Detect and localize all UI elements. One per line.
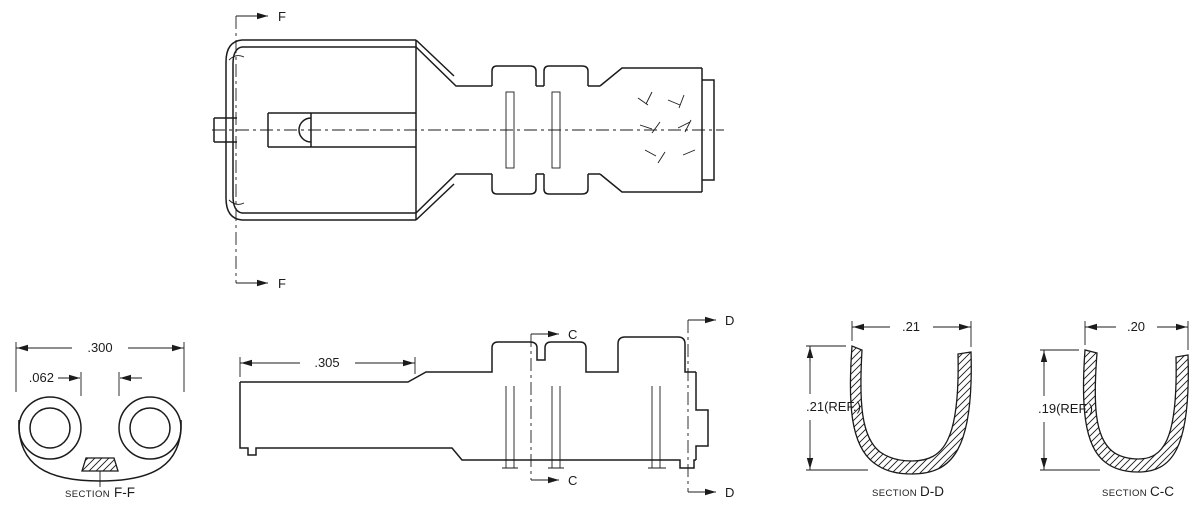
terminal-body — [213, 39, 417, 221]
dim-19ref — [1040, 349, 1100, 471]
side-profile — [239, 336, 709, 469]
dim-20 — [1084, 321, 1189, 350]
cutting-plane-c — [530, 330, 559, 484]
dim-062 — [58, 372, 142, 396]
cutting-plane-d — [687, 316, 716, 496]
cutting-plane-f — [235, 12, 268, 287]
crimp-seam-lines — [502, 386, 666, 469]
dim-305 — [239, 357, 416, 377]
seam-hatch — [81, 457, 119, 472]
cut-label-f-bottom: F — [278, 276, 286, 291]
cut-label-c-top: C — [568, 327, 577, 342]
dim-21ref-text: .21(REF.) — [806, 399, 861, 414]
dim-062-text: .062 — [29, 370, 54, 385]
cut-label-f-top: F — [278, 9, 286, 24]
section-dd-shape — [849, 345, 972, 475]
dim-20-text: .20 — [1127, 319, 1145, 334]
top-view: F F — [212, 9, 724, 291]
section-cc-shape — [1082, 349, 1189, 473]
wire-crimp — [415, 39, 600, 221]
cut-label-c-bottom: C — [568, 473, 577, 488]
dim-21-text: .21 — [902, 319, 920, 334]
section-ff-shape — [18, 396, 182, 487]
cut-label-d-top: D — [725, 313, 734, 328]
insulation-crimp — [599, 67, 715, 193]
cut-label-d-bottom: D — [725, 485, 734, 500]
dim-305-text: .305 — [314, 355, 339, 370]
dim-300-text: .300 — [87, 340, 112, 355]
knurl-marks — [637, 91, 696, 164]
dim-21ref — [806, 345, 868, 471]
dim-21 — [851, 321, 972, 347]
dim-19ref-text: .19(REF.) — [1038, 401, 1093, 416]
dim-300 — [15, 342, 185, 392]
side-view: .305 C C D D — [239, 313, 734, 500]
